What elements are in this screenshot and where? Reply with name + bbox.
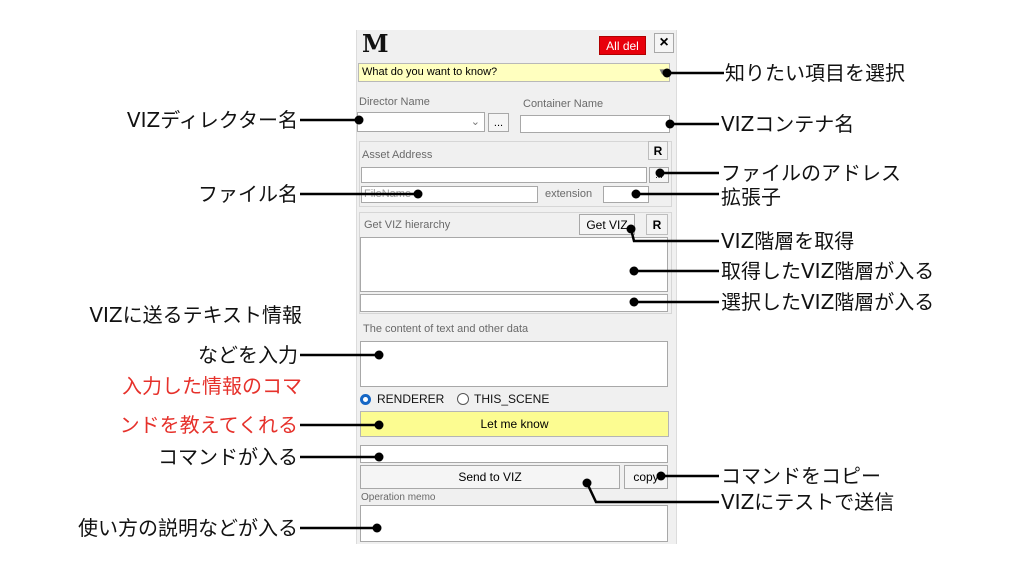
callout-dot — [631, 189, 641, 199]
hierarchy-group — [359, 212, 672, 314]
callout-line — [629, 228, 719, 243]
annotation-file-name: ファイル名 — [198, 182, 298, 206]
callout-dot — [372, 523, 382, 533]
content-label: The content of text and other data — [363, 323, 529, 335]
extension-label: extension — [545, 188, 593, 200]
director-name-label: Director Name — [359, 96, 430, 108]
callout-dot — [354, 115, 364, 125]
annotation-director-name: VIZディレクター名 — [126, 108, 298, 132]
callout-dot — [665, 119, 675, 129]
send-to-viz-button[interactable]: Send to VIZ — [360, 465, 620, 489]
let-me-know-button[interactable]: Let me know — [360, 411, 669, 437]
callout-dot — [629, 297, 639, 307]
annotation-teach-line1: 入力した情報のコマ — [122, 374, 302, 398]
annotation-get-hierarchy: VIZ階層を取得 — [721, 229, 855, 253]
asset-address-label: Asset Address — [362, 149, 433, 161]
app-logo: M — [362, 29, 389, 58]
callout-dot — [374, 350, 384, 360]
hierarchy-listbox[interactable] — [360, 237, 668, 292]
annotation-container-name: VIZコンテナ名 — [721, 112, 855, 136]
annotation-command-enters: コマンドが入る — [158, 445, 298, 469]
question-select-value: What do you want to know? — [362, 66, 498, 78]
memo-textarea[interactable] — [360, 505, 668, 542]
callout-dot — [629, 266, 639, 276]
container-name-label: Container Name — [523, 98, 604, 110]
radio-this-scene-label: THIS_SCENE — [474, 392, 550, 406]
radio-renderer-label: RENDERER — [377, 392, 445, 406]
annotation-hierarchy-enters: 取得したVIZ階層が入る — [721, 259, 935, 283]
radio-selected-icon — [360, 393, 371, 405]
annotation-extension: 拡張子 — [721, 185, 781, 209]
radio-this-scene[interactable]: THIS_SCENE — [457, 392, 549, 406]
callout-dot — [413, 189, 423, 199]
radio-renderer[interactable]: RENDERER — [360, 392, 444, 406]
radio-unselected-icon — [457, 393, 469, 405]
callout-dot — [656, 471, 666, 481]
hierarchy-label: Get VIZ hierarchy — [364, 219, 451, 231]
callout-dot — [626, 224, 636, 234]
annotation-teach-line2: ンドを教えてくれる — [119, 413, 298, 437]
callout-dot — [374, 452, 384, 462]
content-textarea[interactable] — [360, 341, 668, 387]
annotation-file-address: ファイルのアドレス — [721, 161, 901, 185]
callout-dot — [655, 168, 665, 178]
annotation-memo-enters: 使い方の説明などが入る — [78, 516, 298, 540]
get-viz-button[interactable]: Get VIZ — [579, 214, 635, 235]
callout-dot — [582, 478, 592, 488]
memo-label: Operation memo — [361, 492, 436, 503]
callout-dot — [662, 68, 672, 78]
chevron-down-icon: ⌄ — [470, 116, 480, 128]
filename-input[interactable]: FileName — [361, 186, 538, 203]
asset-address-input[interactable] — [361, 167, 647, 183]
callout-dot — [374, 420, 384, 430]
annotation-selected-enters: 選択したVIZ階層が入る — [721, 290, 935, 314]
close-button[interactable]: × — [654, 33, 674, 53]
callout-line — [585, 482, 719, 504]
annotation-copy-command: コマンドをコピー — [721, 464, 881, 488]
chevron-down-icon: ▾ — [659, 66, 665, 78]
command-output[interactable] — [360, 445, 668, 463]
all-del-button[interactable]: All del — [599, 36, 646, 55]
annotation-send-test: VIZにテストで送信 — [721, 490, 895, 514]
question-select[interactable]: What do you want to know? ▾ — [358, 63, 670, 82]
annotation-select-item: 知りたい項目を選択 — [725, 61, 905, 85]
annotation-text-info-line1: VIZに送るテキスト情報 — [89, 303, 302, 327]
asset-refresh-button[interactable]: R — [648, 141, 668, 160]
director-browse-button[interactable]: ... — [488, 113, 509, 132]
annotation-text-info-line2: などを入力 — [198, 343, 298, 367]
hierarchy-refresh-button[interactable]: R — [646, 214, 668, 235]
